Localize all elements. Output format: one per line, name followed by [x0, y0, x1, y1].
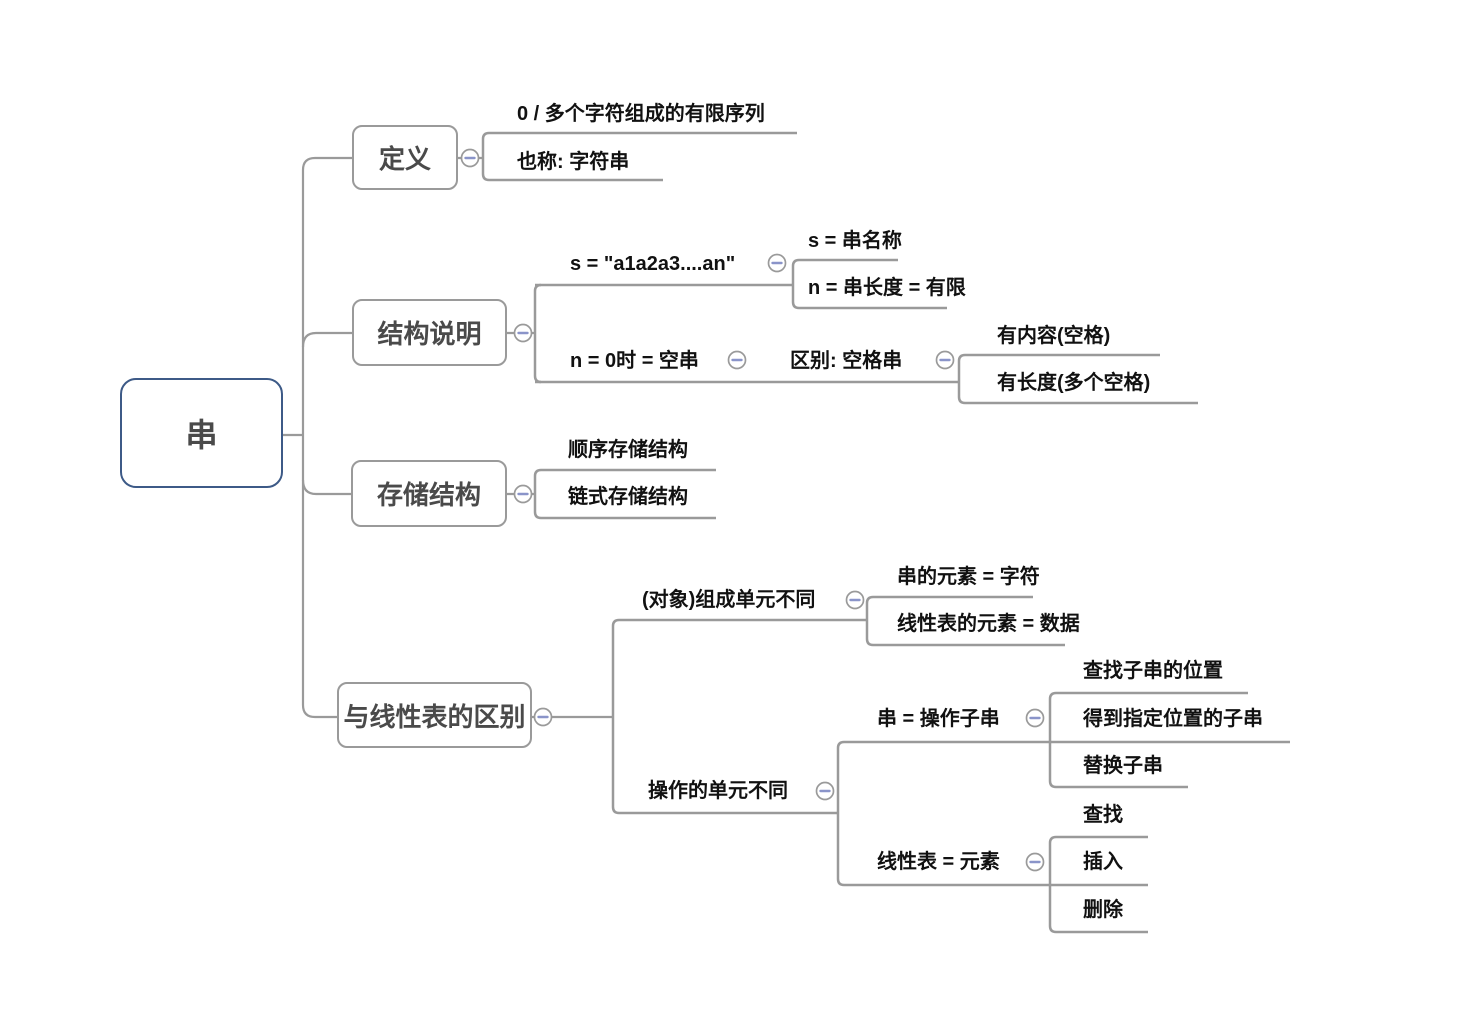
leaf-string-operate-substring[interactable]: 串 = 操作子串	[877, 708, 1000, 730]
collapse-icon[interactable]	[1025, 708, 1045, 728]
leaf-get-substring-at-position[interactable]: 得到指定位置的子串	[1083, 708, 1263, 730]
element-children-bracket	[1048, 835, 1148, 934]
branch-stub-structure	[301, 331, 352, 348]
collapse-icon[interactable]	[533, 707, 553, 727]
leaf-delete[interactable]: 删除	[1083, 899, 1123, 921]
leaf-n-length[interactable]: n = 串长度 = 有限	[808, 277, 966, 299]
unit-children-bracket	[865, 595, 1065, 647]
leaf-also-called[interactable]: 也称: 字符串	[517, 151, 630, 173]
collapse-icon[interactable]	[815, 781, 835, 801]
storage-children-bracket	[533, 468, 716, 520]
leaf-search[interactable]: 查找	[1083, 804, 1123, 826]
s-formula-children-bracket	[791, 258, 947, 310]
root-topic[interactable]: 串	[120, 378, 283, 488]
topic-diff-from-linear-list[interactable]: 与线性表的区别	[337, 682, 532, 748]
topic-storage-structure[interactable]: 存储结构	[351, 460, 507, 527]
leaf-operation-unit-diff[interactable]: 操作的单元不同	[648, 780, 788, 802]
collapse-icon[interactable]	[845, 590, 865, 610]
leaf-has-length[interactable]: 有长度(多个空格)	[997, 372, 1151, 394]
collapse-icon[interactable]	[460, 148, 480, 168]
leaf-empty-string[interactable]: n = 0时 = 空串	[570, 350, 699, 372]
leaf-list-element-ops[interactable]: 线性表 = 元素	[877, 851, 1000, 873]
leaf-list-element-data[interactable]: 线性表的元素 = 数据	[897, 613, 1080, 635]
leaf-space-string[interactable]: 区别: 空格串	[790, 350, 903, 372]
diff-children-bracket	[611, 618, 867, 815]
leaf-replace-substring[interactable]: 替换子串	[1083, 755, 1163, 777]
collapse-icon[interactable]	[513, 484, 533, 504]
leaf-unit-composition-diff[interactable]: (对象)组成单元不同	[642, 589, 816, 611]
trunk-line	[301, 156, 352, 719]
topic-definition[interactable]: 定义	[352, 125, 458, 190]
leaf-find-substring-position[interactable]: 查找子串的位置	[1083, 660, 1223, 682]
branch-stub-storage	[301, 479, 351, 496]
leaf-has-content[interactable]: 有内容(空格)	[997, 325, 1111, 347]
topic-structure-description[interactable]: 结构说明	[352, 299, 507, 366]
leaf-linked-storage[interactable]: 链式存储结构	[568, 486, 688, 508]
leaf-sequential-storage[interactable]: 顺序存储结构	[568, 439, 688, 461]
leaf-s-formula[interactable]: s = "a1a2a3....an"	[570, 253, 736, 275]
leaf-finite-sequence[interactable]: 0 / 多个字符组成的有限序列	[517, 103, 765, 125]
leaf-s-name[interactable]: s = 串名称	[808, 230, 902, 252]
collapse-icon[interactable]	[767, 253, 787, 273]
structure-children-bracket	[533, 283, 542, 384]
leaf-string-element-char[interactable]: 串的元素 = 字符	[897, 566, 1040, 588]
leaf-insert[interactable]: 插入	[1083, 851, 1123, 873]
collapse-icon[interactable]	[935, 350, 955, 370]
collapse-icon[interactable]	[513, 323, 533, 343]
substring-children-bracket	[1048, 691, 1248, 789]
def-children-bracket	[481, 131, 797, 182]
space-string-children-bracket	[957, 353, 1198, 405]
op-children-bracket	[836, 740, 845, 887]
collapse-icon[interactable]	[1025, 852, 1045, 872]
collapse-icon[interactable]	[727, 350, 747, 370]
